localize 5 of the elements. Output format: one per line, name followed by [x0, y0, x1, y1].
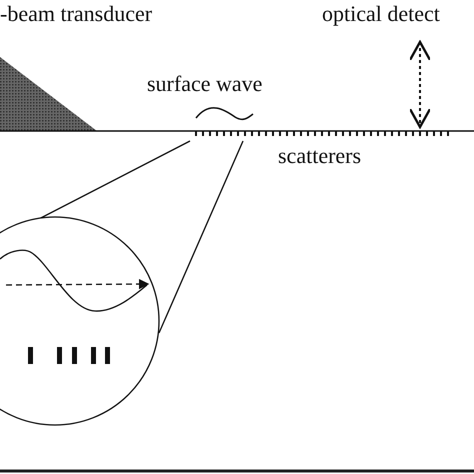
- transducer-wedge: [0, 57, 97, 131]
- text-label: optical detect: [322, 2, 440, 26]
- text-label: surface wave: [147, 72, 262, 96]
- text-label: -beam transducer: [0, 2, 152, 26]
- text-label: scatterers: [278, 144, 362, 168]
